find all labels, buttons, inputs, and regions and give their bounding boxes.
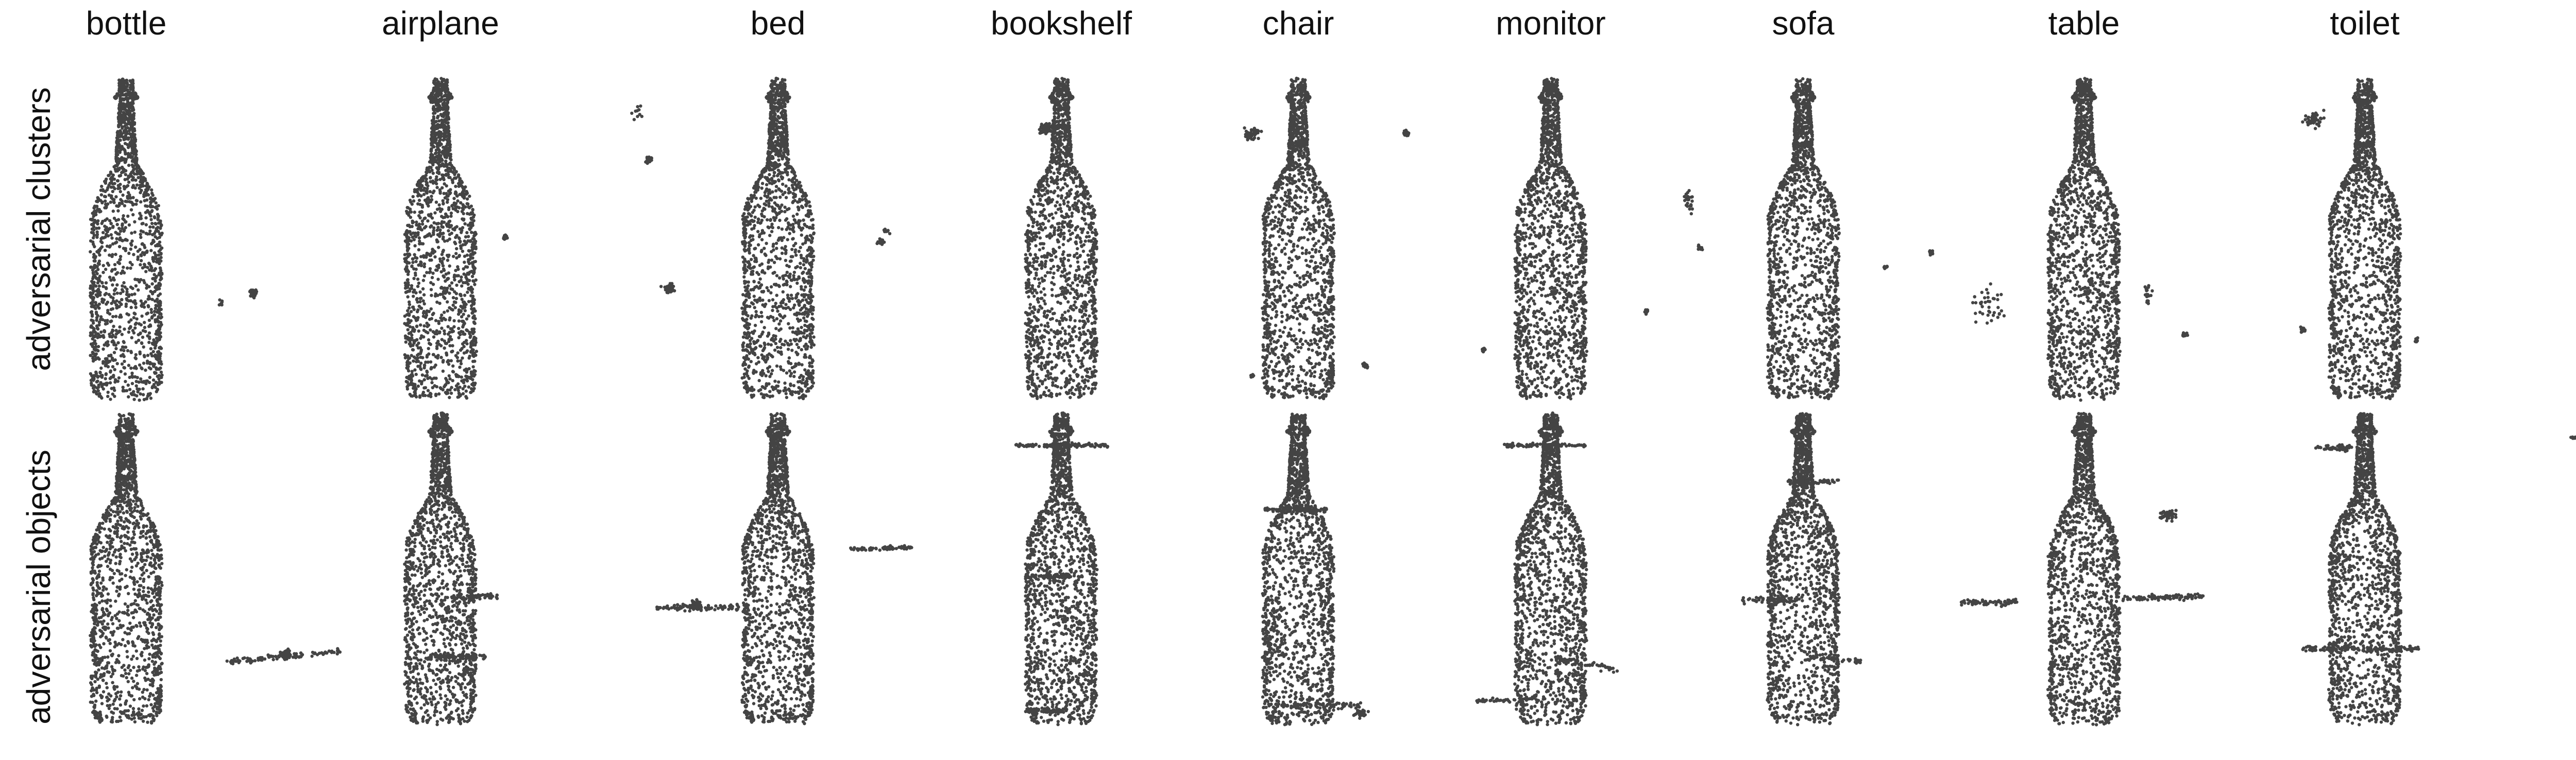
point-cloud-adversarial-objects-bed — [655, 412, 913, 725]
point-cloud-adversarial-clusters-table — [1928, 77, 2189, 402]
point-cloud-adversarial-clusters-bookshelf — [1024, 77, 1099, 400]
row-label-adversarial-objects: adversarial objects — [20, 450, 58, 724]
column-label-chair: chair — [1263, 4, 1334, 42]
point-cloud-adversarial-objects-sofa — [1741, 412, 1862, 726]
point-cloud-adversarial-clusters-airplane — [403, 77, 509, 400]
point-cloud-adversarial-objects-toilet — [2301, 412, 2420, 726]
column-label-bottle: bottle — [86, 4, 167, 42]
column-label-airplane: airplane — [382, 4, 499, 42]
point-cloud-adversarial-clusters-bottle — [89, 78, 258, 402]
point-cloud-adversarial-clusters-monitor — [1481, 77, 1649, 400]
point-cloud-adversarial-objects-airplane — [403, 411, 499, 726]
point-cloud-adversarial-clusters-toilet — [2299, 78, 2419, 400]
point-cloud-adversarial-clusters-chair — [1243, 77, 1410, 400]
column-label-bed: bed — [751, 4, 806, 42]
point-cloud-adversarial-objects-bookshelf — [1014, 411, 1109, 726]
column-label-sofa: sofa — [1772, 4, 1835, 42]
column-label-toilet: toilet — [2330, 4, 2399, 42]
column-label-table: table — [2048, 4, 2120, 42]
point-cloud-adversarial-objects-chair — [1261, 412, 1370, 726]
column-label-bookshelf: bookshelf — [991, 4, 1132, 42]
point-cloud-adversarial-objects-monitor — [1475, 411, 1619, 726]
column-label-monitor: monitor — [1496, 4, 1605, 42]
point-cloud-adversarial-objects-table — [1960, 412, 2205, 727]
point-cloud-adversarial-objects-vase — [2569, 412, 2576, 738]
point-cloud-adversarial-objects-bottle — [89, 412, 342, 725]
row-label-adversarial-clusters: adversarial clusters — [20, 87, 58, 371]
point-cloud-adversarial-clusters-bed — [630, 77, 891, 400]
point-cloud-adversarial-clusters-sofa — [1683, 77, 1889, 400]
